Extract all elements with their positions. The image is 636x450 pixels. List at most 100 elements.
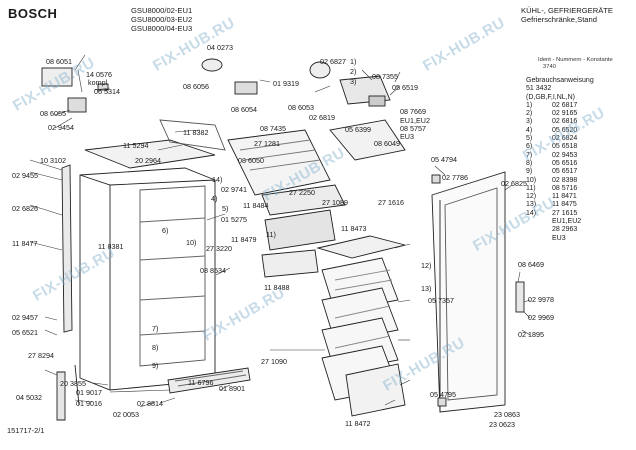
- instruction-key: 11): [526, 184, 536, 192]
- part-number-label: 02 6825: [501, 179, 527, 188]
- part-number-label: 23 0623: [489, 420, 515, 429]
- instruction-key: 1): [526, 101, 533, 109]
- part-number-label: 05 6399: [345, 125, 371, 134]
- callout-marker: 5): [222, 204, 229, 213]
- part-number-label: 01 5275: [221, 215, 247, 224]
- instruction-item: 5)02 6824: [526, 135, 594, 143]
- part-number-label: 11 8381: [98, 242, 124, 251]
- part-number-label: 02 6827: [320, 57, 346, 66]
- instruction-item: 13)11 8475: [526, 201, 594, 209]
- part-number-label: 11 8488: [264, 283, 290, 292]
- part-number-label: 05 6519: [392, 83, 418, 92]
- part-number-label: 11 8479: [231, 235, 257, 244]
- part-number-label: 02 8814: [137, 399, 163, 408]
- instruction-value: 02 6816: [552, 118, 578, 126]
- instruction-item: 1) 02 6817: [526, 102, 594, 110]
- cabinet-body: [79, 167, 216, 391]
- part-number-label: 11 8382: [183, 128, 209, 137]
- instruction-key: 4): [526, 126, 533, 134]
- part-number-label: 08 6055: [40, 109, 66, 118]
- part-number-label: 02 9741: [221, 185, 247, 194]
- category-block: KÜHL-, GEFRIERGERÄTE Gefrierschränke,Sta…: [521, 6, 613, 24]
- callout-marker: 6): [162, 226, 169, 235]
- part-number-label: 05 7357: [428, 296, 454, 305]
- instructions-list: Gebrauchsanweisung 51 3432 (D,GB,F,I,NL,…: [526, 77, 594, 243]
- instruction-item: 9)05 6517: [526, 168, 594, 176]
- part-number-label: 04 5032: [16, 393, 42, 402]
- category-line: Gefrierschränke,Stand: [521, 15, 597, 24]
- part-number-label: 23 0863: [494, 410, 520, 419]
- part-number-label: EU1,EU2: [400, 116, 430, 125]
- instruction-value: 02 8398: [552, 176, 578, 184]
- ident-label: Ident - Nummern - Konstante: [538, 57, 613, 63]
- part-number-label: 01 9319: [273, 79, 299, 88]
- instruction-value: 11 8471: [552, 193, 577, 201]
- instruction-value: 05 6518: [552, 143, 578, 151]
- part-number-label: 27 2250: [289, 188, 315, 197]
- part-number-label: EU3: [400, 132, 414, 141]
- part-number-label: 08 8534: [200, 266, 226, 275]
- callout-marker: 11): [266, 230, 276, 239]
- instruction-key: 6): [526, 143, 533, 151]
- instruction-value: 02 6817: [552, 101, 578, 109]
- instruction-item: 12) 11 8471: [526, 193, 594, 201]
- model-line: GSU8000/04-EU3: [131, 24, 193, 33]
- instruction-item: 2) 02 9165: [526, 110, 594, 118]
- instruction-item: 11)08 5716: [526, 185, 594, 193]
- instruction-item: 28 2963: [526, 226, 594, 234]
- part-number-label: 02 6819: [309, 113, 335, 122]
- instruction-item: EU1,EU2: [526, 218, 594, 226]
- part-number-label: 08 6049: [374, 139, 400, 148]
- part-number-label: 08 6051: [46, 57, 72, 66]
- part-number-label: 08 6050: [238, 156, 264, 165]
- part-number-label: 27 8294: [28, 351, 54, 360]
- instructions-languages: (D,GB,F,I,NL,N): [526, 93, 576, 101]
- part-number-label: 04 0273: [207, 43, 233, 52]
- category-line: KÜHL-, GEFRIERGERÄTE: [521, 6, 613, 15]
- part-number-label: 05 6521: [12, 328, 38, 337]
- part-number-label: 01 9016: [76, 399, 102, 408]
- instruction-key: 8): [526, 159, 533, 167]
- instruction-key: 12): [526, 193, 537, 201]
- door: [431, 171, 525, 413]
- callout-marker: 7): [152, 324, 159, 333]
- part-number-label: 02 9455: [12, 171, 38, 180]
- instruction-item: 10)02 8398: [526, 177, 594, 185]
- instruction-item: 7)02 9453: [526, 152, 594, 160]
- part-number-label: 02 9454: [48, 123, 74, 132]
- instruction-value: 02 9165: [552, 110, 578, 118]
- part-number-label: kompl.: [88, 78, 110, 87]
- instruction-key: 2): [526, 110, 533, 118]
- instruction-value: 05 6520: [552, 126, 578, 134]
- instructions-title: Gebrauchsanweisung: [526, 77, 594, 84]
- instruction-item: 3)02 6816: [526, 118, 594, 126]
- instruction-item: 6) 05 6518: [526, 143, 594, 151]
- part-number-label: 08 7355: [372, 72, 398, 81]
- part-number-label: 08 5757: [400, 124, 426, 133]
- drawing-number: 151717-2/1: [7, 426, 45, 435]
- part-number-label: 27 1281: [254, 139, 280, 148]
- part-number-label: 27 3220: [206, 244, 232, 253]
- part-number-label: 05 4795: [430, 390, 456, 399]
- instruction-key: 13): [526, 201, 537, 209]
- part-number-label: 11 8473: [341, 224, 367, 233]
- part-number-label: 02 9978: [528, 295, 554, 304]
- part-number-label: 02 7786: [442, 173, 468, 182]
- instruction-key: 9): [526, 168, 533, 176]
- part-number-label: 20 3855: [60, 379, 86, 388]
- model-list: GSU8000/02-EU1 GSU8000/03-EU2 GSU8000/04…: [131, 6, 192, 33]
- top-plate: [84, 139, 216, 169]
- part-number-label: 11 6796: [188, 378, 214, 387]
- instruction-value: 05 6516: [552, 159, 578, 167]
- callout-marker: 13): [421, 284, 432, 293]
- instruction-value: 02 9453: [552, 151, 578, 159]
- callout-marker: 12): [421, 261, 432, 270]
- part-number-label: 11 8477: [12, 239, 38, 248]
- part-number-label: 08 6469: [518, 260, 544, 269]
- instruction-value: 27 1615: [552, 209, 578, 217]
- part-number-label: 27 1089: [322, 198, 348, 207]
- callout-marker: 2): [350, 67, 357, 76]
- instruction-value: EU1,EU2: [552, 218, 582, 226]
